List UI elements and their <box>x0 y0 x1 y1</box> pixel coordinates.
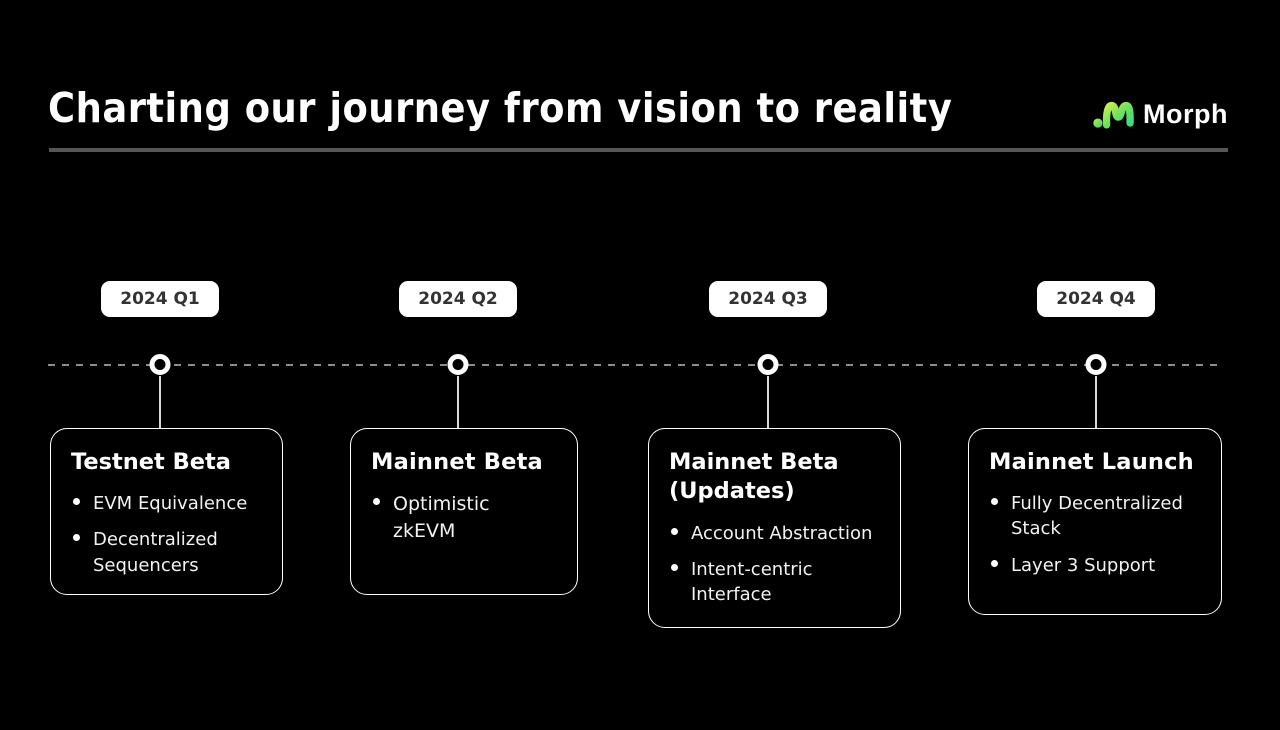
bullet-text: Layer 3 Support <box>1011 554 1156 576</box>
timeline-marker-circle <box>1085 354 1107 375</box>
quarter-badge-q4: 2024 Q4 <box>1037 281 1155 317</box>
milestone-card-mainnet-launch: Mainnet Launch Fully Decentralized Stack… <box>968 428 1222 615</box>
milestone-card-mainnet-beta-updates: Mainnet Beta (Updates) Account Abstracti… <box>648 428 901 628</box>
bullet-text: Optimistic zkEVM <box>393 493 490 542</box>
timeline-node-q3: 2024 Q3 <box>708 281 828 428</box>
timeline-marker-stem <box>1095 376 1097 428</box>
card-title: Testnet Beta <box>71 449 231 475</box>
list-item: Optimistic zkEVM <box>371 491 557 544</box>
list-item: Account Abstraction <box>669 521 880 546</box>
bullet-dot-icon <box>671 563 678 571</box>
list-item: EVM Equivalence <box>71 491 262 516</box>
timeline-dashed-line <box>48 364 1220 366</box>
quarter-badge-q1: 2024 Q1 <box>101 281 219 317</box>
bullet-text: Account Abstraction <box>691 522 873 544</box>
bullet-dot-icon <box>373 498 380 506</box>
timeline-marker-stem <box>767 376 769 428</box>
morph-logo: Morph <box>1091 92 1228 136</box>
milestone-card-mainnet-beta: Mainnet Beta Optimistic zkEVM <box>350 428 578 595</box>
card-bullet-list: EVM Equivalence Decentralized Sequencers <box>71 491 262 578</box>
list-item: Fully Decentralized Stack <box>989 491 1201 541</box>
timeline-marker-stem <box>457 376 459 428</box>
list-item: Layer 3 Support <box>989 553 1201 578</box>
list-item: Decentralized Sequencers <box>71 527 262 577</box>
bullet-text: Fully Decentralized Stack <box>1011 493 1183 540</box>
card-bullet-list: Optimistic zkEVM <box>371 491 557 544</box>
timeline-node-q2: 2024 Q2 <box>398 281 518 428</box>
timeline-marker-circle <box>447 354 469 375</box>
card-bullet-list: Account Abstraction Intent-centric Inter… <box>669 521 880 608</box>
bullet-dot-icon <box>991 498 998 506</box>
timeline-marker-circle <box>757 354 779 375</box>
quarter-badge-q3: 2024 Q3 <box>709 281 827 317</box>
bullet-text: EVM Equivalence <box>93 493 248 515</box>
card-bullet-list: Fully Decentralized Stack Layer 3 Suppor… <box>989 491 1201 578</box>
card-title: Mainnet Launch <box>989 449 1194 475</box>
timeline-node-q1: 2024 Q1 <box>100 281 220 428</box>
page-title: Charting our journey from vision to real… <box>48 84 953 132</box>
card-title: Mainnet Beta (Updates) <box>669 449 839 505</box>
bullet-dot-icon <box>73 534 80 542</box>
morph-logo-icon <box>1091 92 1137 136</box>
bullet-dot-icon <box>73 498 80 506</box>
bullet-text: Decentralized Sequencers <box>93 529 218 576</box>
timeline-node-q4: 2024 Q4 <box>1036 281 1156 428</box>
title-divider <box>49 148 1228 152</box>
bullet-text: Intent-centric Interface <box>691 558 813 605</box>
quarter-badge-q2: 2024 Q2 <box>399 281 517 317</box>
list-item: Intent-centric Interface <box>669 557 880 607</box>
timeline-marker-circle <box>149 354 171 375</box>
timeline-marker-stem <box>159 376 161 428</box>
morph-logo-text: Morph <box>1143 98 1228 129</box>
milestone-card-testnet-beta: Testnet Beta EVM Equivalence Decentraliz… <box>50 428 283 595</box>
card-title: Mainnet Beta <box>371 449 543 475</box>
bullet-dot-icon <box>991 559 998 567</box>
bullet-dot-icon <box>671 527 678 535</box>
